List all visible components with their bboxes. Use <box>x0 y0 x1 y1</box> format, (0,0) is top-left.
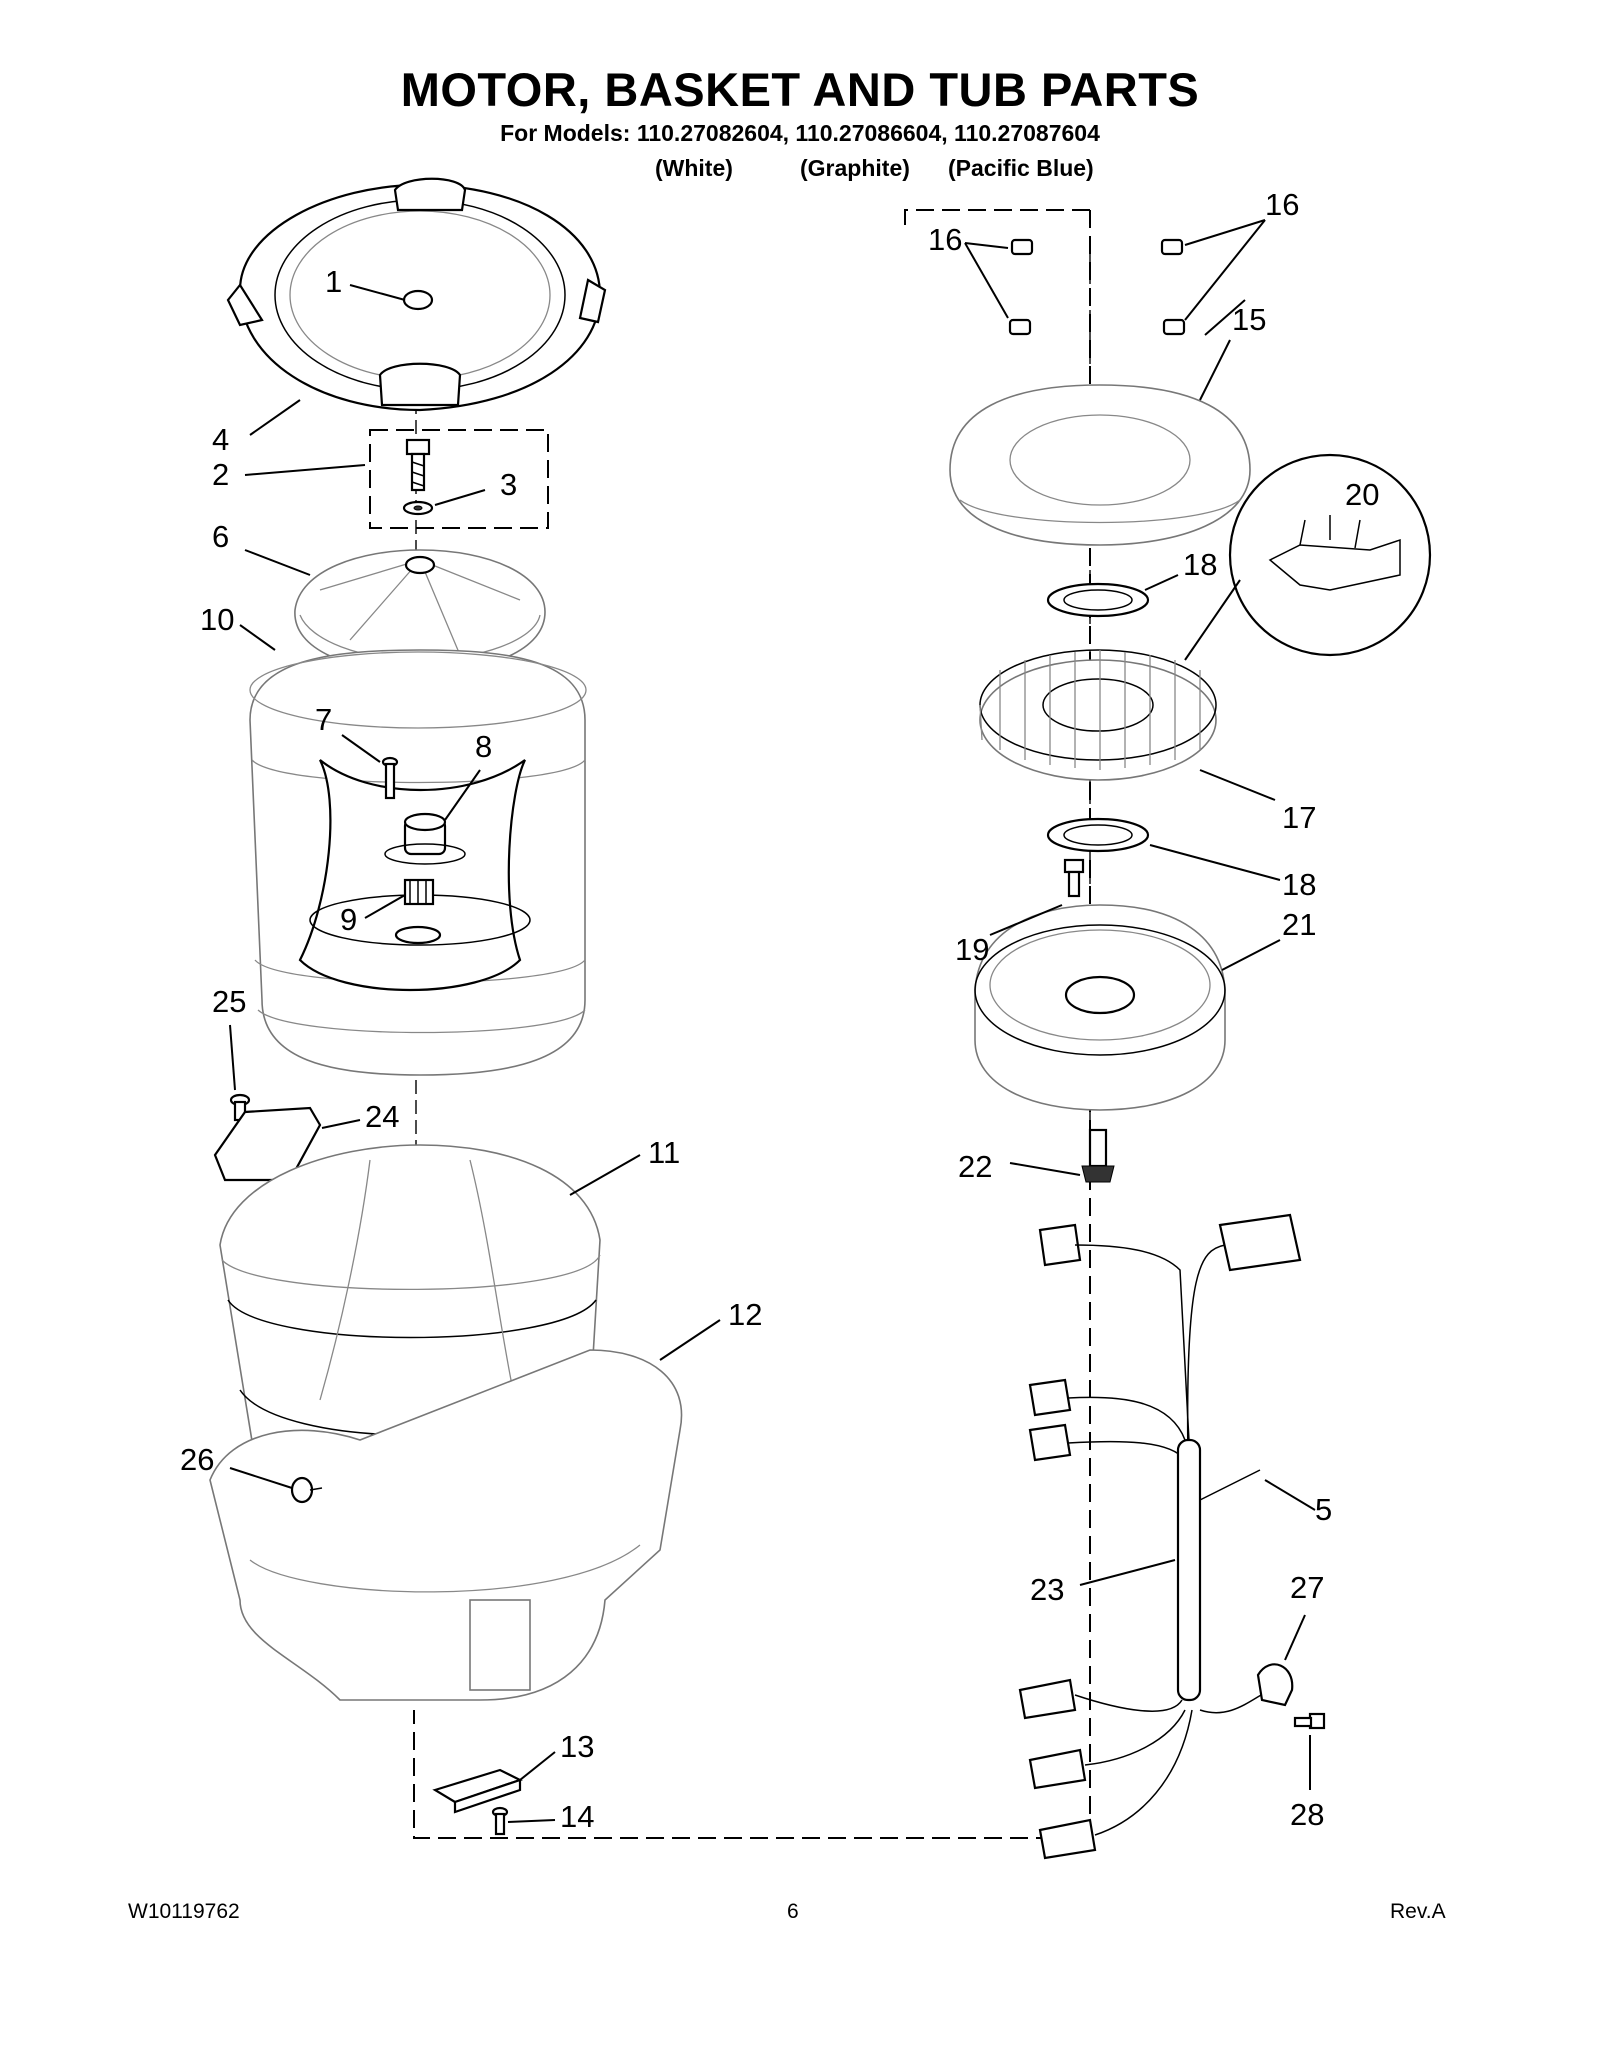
label-part-2: 2 <box>212 457 229 492</box>
label-part-5: 5 <box>1315 1492 1332 1527</box>
label-part-19: 19 <box>955 932 989 967</box>
drive-hub-part-8 <box>384 812 466 865</box>
label-part-18-top: 18 <box>1183 547 1217 582</box>
screw-part-28 <box>1293 1712 1326 1730</box>
washer-part-3 <box>402 500 434 516</box>
label-part-7: 7 <box>315 702 332 737</box>
plug-part-26 <box>290 1476 323 1504</box>
label-part-18-bottom: 18 <box>1282 867 1316 902</box>
label-part-9: 9 <box>340 902 357 937</box>
label-part-12: 12 <box>728 1297 762 1332</box>
label-part-4: 4 <box>212 422 229 457</box>
page-number: 6 <box>787 1900 799 1923</box>
screw-part-25 <box>229 1093 251 1122</box>
cover-part-24 <box>213 1106 322 1182</box>
rotor-part-21 <box>974 904 1226 1111</box>
label-part-16-right: 16 <box>1265 187 1299 222</box>
color-pacific-blue: (Pacific Blue) <box>948 155 1094 181</box>
label-part-24: 24 <box>365 1099 399 1134</box>
label-part-15: 15 <box>1232 302 1266 337</box>
label-part-16-left: 16 <box>928 222 962 257</box>
bolt-part-22 <box>1081 1128 1115 1183</box>
label-part-17: 17 <box>1282 800 1316 835</box>
screw-part-14 <box>491 1806 509 1836</box>
label-part-11: 11 <box>648 1135 680 1170</box>
tub-ring-part-4 <box>226 177 607 412</box>
label-part-28: 28 <box>1290 1797 1324 1832</box>
basket-part-10 <box>249 649 587 1076</box>
clamp-part-27 <box>1256 1663 1294 1707</box>
label-part-3: 3 <box>500 467 517 502</box>
wire-harness-part-23 <box>1018 1213 1302 1860</box>
label-part-14: 14 <box>560 1799 594 1834</box>
impeller-part-6 <box>294 549 546 673</box>
page-title: MOTOR, BASKET AND TUB PARTS <box>400 63 1200 116</box>
bracket-part-13 <box>432 1768 523 1814</box>
label-part-20: 20 <box>1345 477 1379 512</box>
bolt-kit-box <box>369 429 549 529</box>
label-part-1: 1 <box>325 264 342 299</box>
sensor-callout-part-20 <box>1184 453 1432 661</box>
color-graphite: (Graphite) <box>800 155 910 181</box>
pins-part-16 <box>1008 238 1186 336</box>
stator-part-17 <box>979 649 1217 781</box>
shim-part-18-bottom <box>1046 817 1150 853</box>
label-part-25: 25 <box>212 984 246 1019</box>
leader-lines <box>229 219 1316 1823</box>
shim-part-18-top <box>1046 582 1150 618</box>
bolt-part-2 <box>405 438 431 492</box>
label-part-27: 27 <box>1290 1570 1324 1605</box>
tub-base-part-12 <box>209 1349 683 1701</box>
bolt-part-19 <box>1063 858 1085 898</box>
label-part-21: 21 <box>1282 907 1316 942</box>
spline-part-9 <box>394 878 442 945</box>
doc-number: W10119762 <box>128 1900 240 1923</box>
label-part-22: 22 <box>958 1149 992 1184</box>
stator-cover-part-15 <box>949 384 1251 546</box>
label-part-10: 10 <box>200 602 234 637</box>
label-part-8: 8 <box>475 729 492 764</box>
label-part-13: 13 <box>560 1729 594 1764</box>
revision: Rev.A <box>1390 1900 1446 1923</box>
label-part-23: 23 <box>1030 1572 1064 1607</box>
screw-part-7 <box>381 756 399 800</box>
label-part-26: 26 <box>180 1442 214 1477</box>
models-line: For Models: 110.27082604, 110.27086604, … <box>500 120 1100 146</box>
label-part-6: 6 <box>212 519 229 554</box>
color-white: (White) <box>655 155 733 181</box>
